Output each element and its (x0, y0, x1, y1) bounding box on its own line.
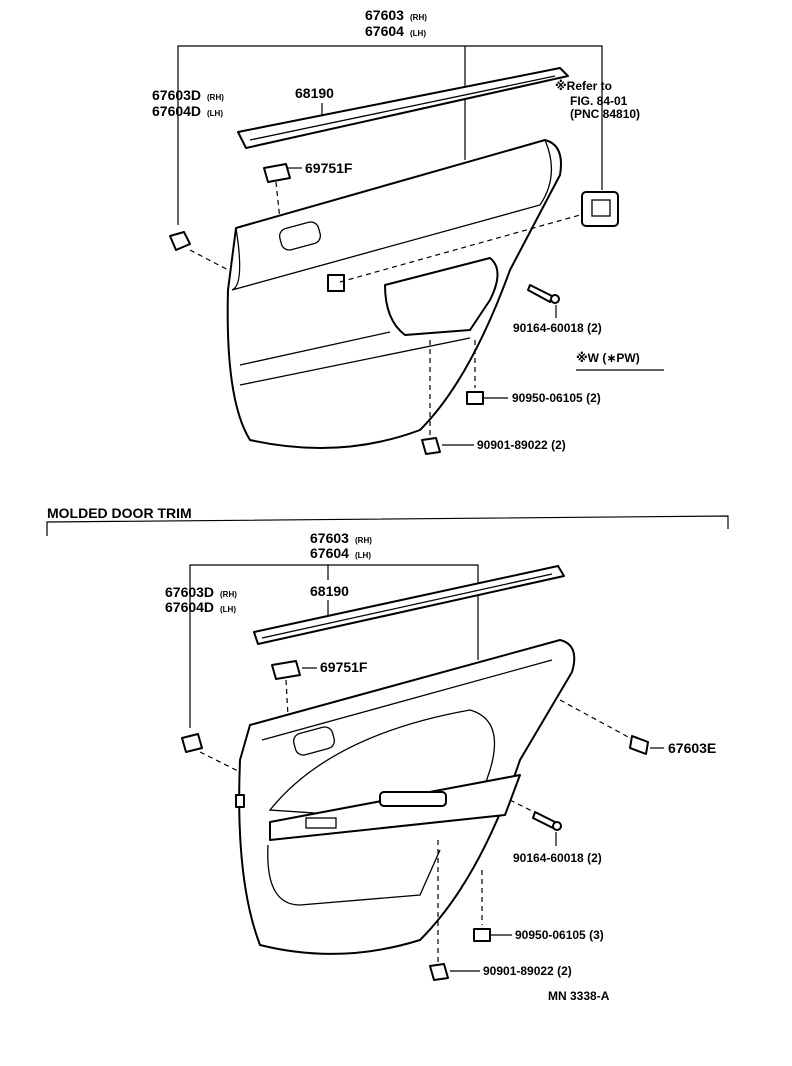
upper-retainer (466, 391, 484, 405)
upper-clip-d-lh-number: 67604D (152, 103, 201, 119)
upper-power-window-switch (581, 191, 619, 227)
lower-clip-d-lh-number: 67604D (165, 599, 214, 615)
lower-title-bracket (189, 564, 479, 728)
lower-clip-d-rh-number: 67603D (165, 584, 214, 600)
lower-clip-d (181, 733, 203, 753)
upper-screw-label: 90164-60018 (2) (513, 321, 602, 335)
lower-title-lh-number: 67604 (310, 545, 349, 561)
lower-screw (532, 811, 556, 829)
lower-screw-head (552, 821, 562, 831)
upper-door-handle-bezel (278, 221, 322, 251)
lower-clip-d-lh-suffix: (LH) (220, 605, 236, 614)
upper-retainer-label: 90950-06105 (2) (512, 391, 601, 405)
upper-title-rh-number: 67603 (365, 7, 404, 23)
lower-clip-d-dash (199, 751, 245, 775)
upper-clip-d-rh-suffix: (RH) (207, 93, 224, 102)
lower-diagram: 67603 (RH) 67604 (LH) 67603D (RH) 67604D… (165, 530, 716, 981)
lower-armrest (269, 774, 521, 841)
upper-clip (421, 437, 441, 455)
lower-clip-label: 90901-89022 (2) (483, 964, 572, 978)
upper-title-lh-suffix: (LH) (410, 29, 426, 38)
upper-title-bracket (177, 45, 603, 225)
upper-pw-note: ※W (∗PW) (576, 351, 640, 365)
lower-weatherstrip-label: 68190 (310, 583, 349, 599)
lower-armrest-recess (268, 709, 496, 821)
lower-retainer (473, 928, 491, 942)
lower-door-handle-bezel (292, 726, 336, 756)
lower-edge-tab (235, 794, 245, 808)
lower-plug-label: 69751F (320, 659, 368, 675)
upper-clip-d-lh-suffix: (LH) (207, 109, 223, 118)
upper-clip-d (169, 231, 191, 251)
lower-title-lh-suffix: (LH) (355, 551, 371, 560)
upper-screw (527, 284, 553, 303)
upper-clip-label: 90901-89022 (2) (477, 438, 566, 452)
upper-title-lh-number: 67604 (365, 23, 404, 39)
catalog-code: MN 3338-A (548, 989, 610, 1003)
upper-lock-knob-cover (327, 274, 345, 292)
lower-map-pocket (267, 844, 441, 906)
lower-panel-upper-edge (261, 659, 553, 741)
lower-title-rh-number: 67603 (310, 530, 349, 546)
upper-screw-head (550, 294, 560, 304)
upper-weatherstrip-groove (249, 75, 556, 141)
upper-diagram: 67603 (RH) 67604 (LH) 67603D (RH) 67604D… (152, 7, 664, 455)
upper-title-rh-suffix: (RH) (410, 13, 427, 22)
lower-plug (271, 660, 301, 680)
upper-switch-button (591, 199, 611, 217)
lower-weatherstrip-groove (261, 573, 553, 639)
lower-plug-dash (285, 679, 289, 717)
upper-refer-line1: ※Refer to (555, 79, 612, 93)
upper-clip-d-dash (189, 249, 233, 273)
lower-clip-e (629, 735, 649, 755)
lower-retainer-label: 90950-06105 (3) (515, 928, 604, 942)
section-title: MOLDED DOOR TRIM (47, 505, 192, 521)
lower-clip-e-dash (559, 699, 631, 739)
lower-pull-handle (379, 791, 447, 807)
upper-armrest (384, 257, 499, 336)
lower-title-rh-suffix: (RH) (355, 536, 372, 545)
section-bracket (46, 515, 729, 536)
upper-clip-d-rh-number: 67603D (152, 87, 201, 103)
upper-trim-line-2 (239, 337, 471, 386)
upper-plug-dash (275, 181, 281, 221)
lower-screw-label: 90164-60018 (2) (513, 851, 602, 865)
lower-clip-d-rh-suffix: (RH) (220, 590, 237, 599)
lower-clip (429, 963, 449, 981)
lower-clip-e-label: 67603E (668, 740, 716, 756)
upper-switch-dash (339, 214, 581, 283)
upper-plug (263, 163, 291, 183)
upper-plug-label: 69751F (305, 160, 353, 176)
upper-refer-line3: (PNC 84810) (570, 107, 640, 121)
upper-refer-line2: FIG. 84-01 (570, 94, 628, 108)
upper-panel-upper-trim (231, 139, 553, 291)
upper-trim-line-1 (239, 331, 391, 366)
upper-weatherstrip-label: 68190 (295, 85, 334, 101)
lower-switch-panel (305, 817, 337, 829)
